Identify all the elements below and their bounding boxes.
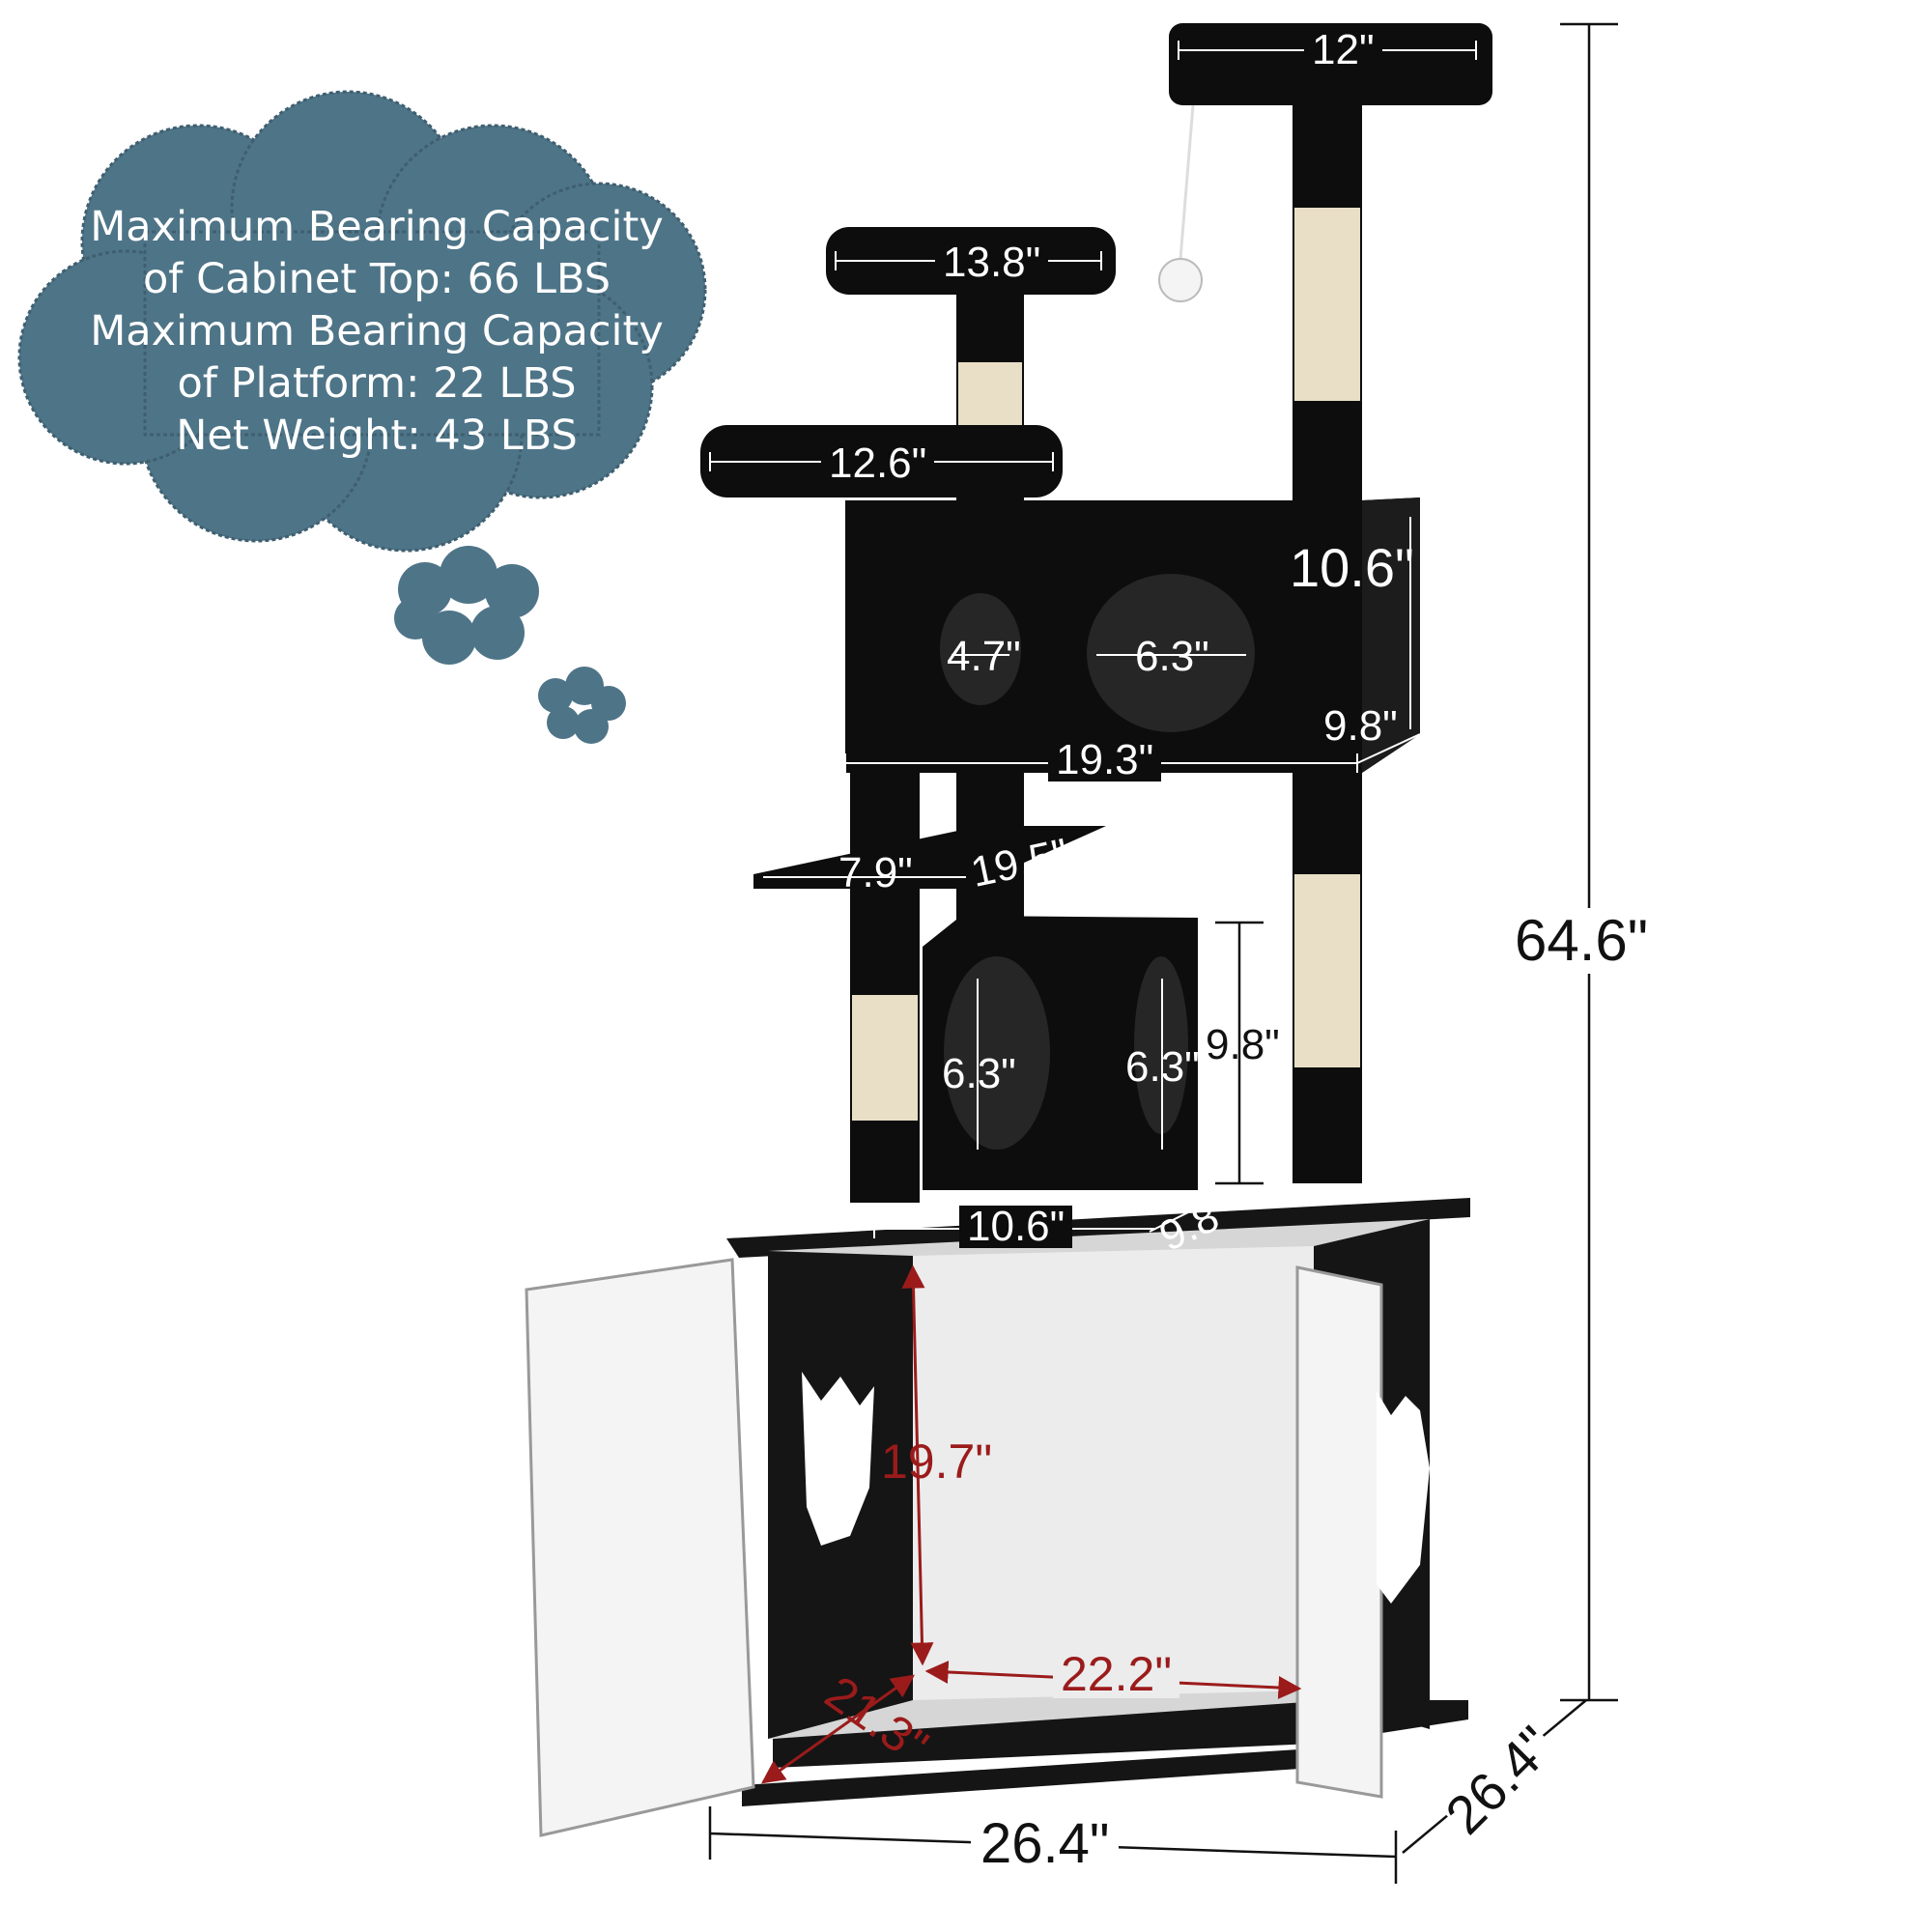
- capacity-line-4: of Platform: 22 LBS: [177, 359, 577, 408]
- white-dimension-lines: [709, 41, 1477, 1238]
- capacity-line-2: of Cabinet Top: 66 LBS: [142, 255, 611, 303]
- cube-side-hole-label: 6.3": [1125, 1043, 1200, 1091]
- low-perch-label: 12.6": [821, 442, 935, 485]
- mid-perch-label: 13.8": [935, 242, 1049, 284]
- cube-height-label: 9.8": [1206, 1021, 1280, 1068]
- condo-depth-label: 9.8": [1323, 702, 1398, 750]
- thought-cloud: [17, 90, 707, 553]
- cabinet-inner-width-label: 22.2": [1053, 1650, 1180, 1698]
- thought-bubble-medium: [394, 546, 539, 665]
- capacity-line-5: Net Weight: 43 LBS: [176, 412, 578, 460]
- thought-bubble-small: [538, 667, 626, 744]
- step-platform: [753, 826, 1106, 889]
- condo-height-label: 10.6": [1290, 537, 1414, 598]
- condo-small-hole-label: 4.7": [947, 633, 1021, 680]
- upper-condo: [845, 497, 1420, 773]
- cube-front-hole-label: 6.3": [942, 1050, 1016, 1097]
- low-post: [850, 773, 920, 1203]
- cabinet-width-label: 26.4": [971, 1816, 1120, 1872]
- step-width-label: 7.9": [838, 849, 913, 896]
- litter-cabinet: [525, 1198, 1470, 1837]
- condo-width-label: 19.3": [1048, 739, 1162, 781]
- top-perch-label: 12": [1304, 29, 1382, 71]
- cabinet-inner-height-label: 19.7": [881, 1435, 993, 1489]
- hanging-pompom-toy: [1158, 258, 1203, 302]
- condo-big-hole-label: 6.3": [1135, 633, 1209, 680]
- hanging-toy-string: [1179, 104, 1195, 260]
- capacity-line-1: Maximum Bearing Capacity: [90, 203, 664, 251]
- total-height-label: 64.6": [1515, 908, 1649, 974]
- cube-condo: [923, 916, 1198, 1190]
- capacity-line-3: Maximum Bearing Capacity: [90, 307, 664, 355]
- cube-width-label: 10.6": [959, 1206, 1073, 1248]
